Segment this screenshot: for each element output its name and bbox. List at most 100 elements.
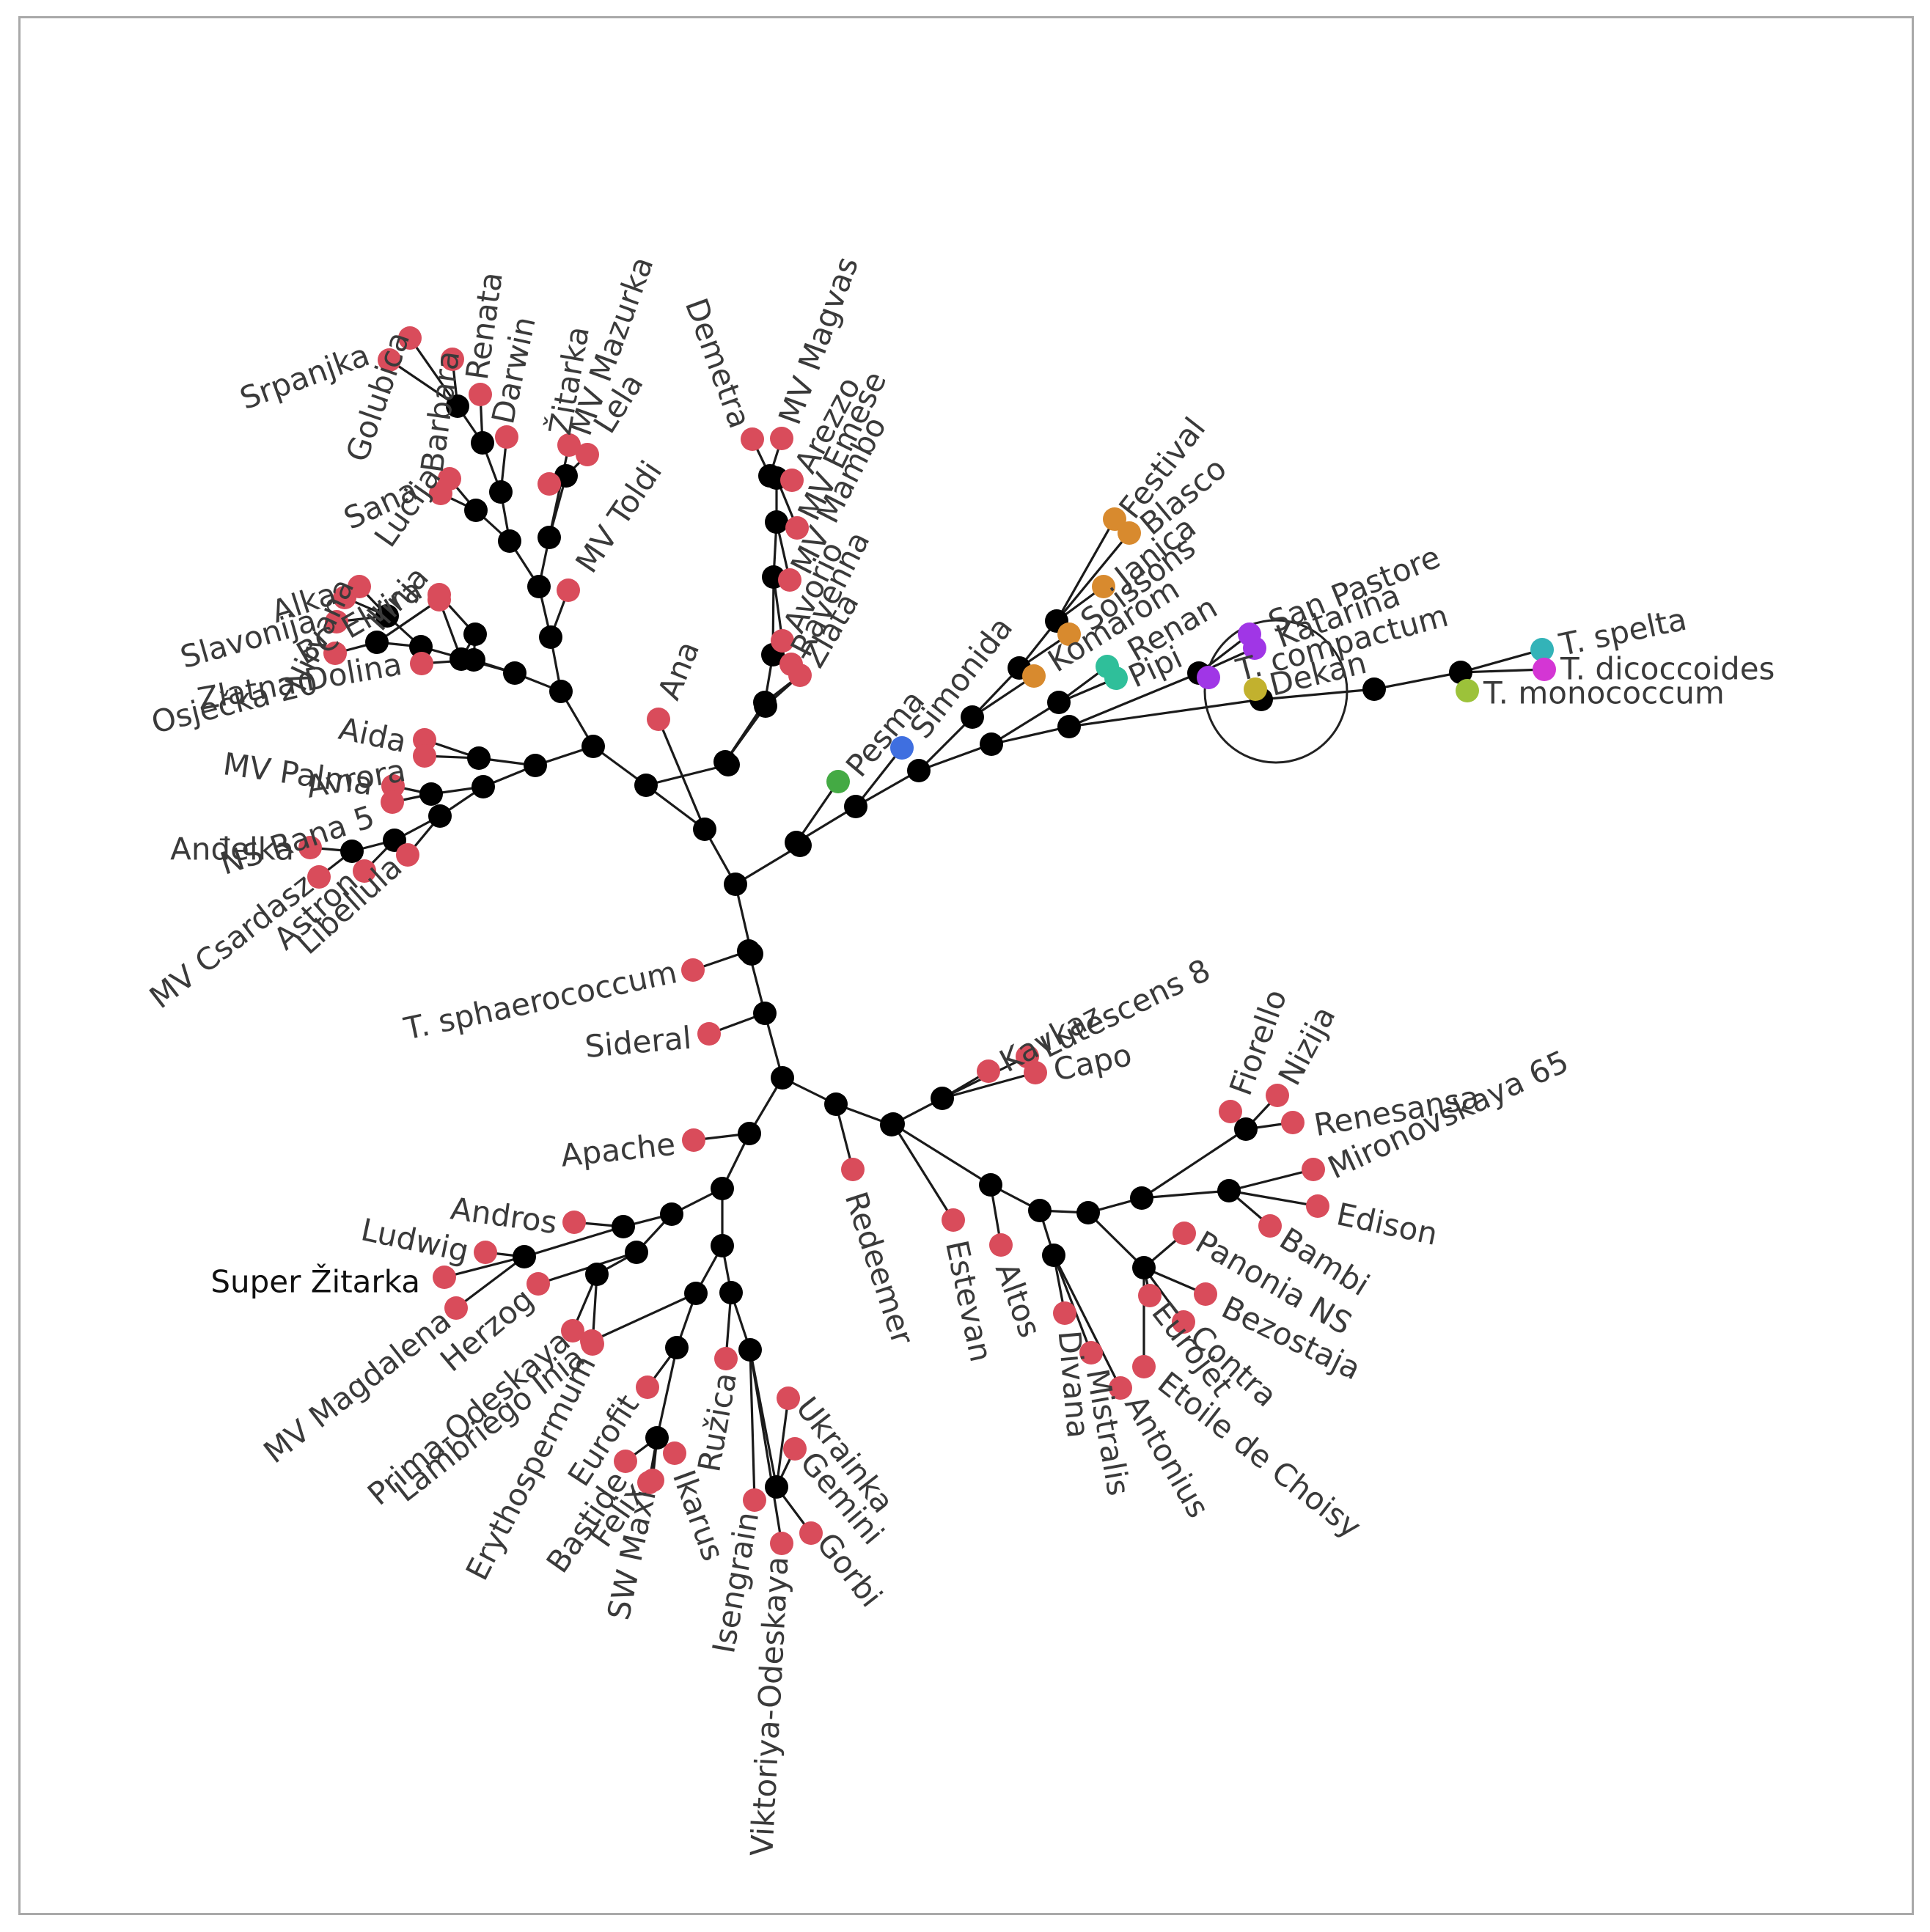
leaf-node-etoile[interactable] [1132, 1355, 1156, 1378]
leaf-node-mistralis[interactable] [1079, 1341, 1103, 1364]
leaf-node-antonius[interactable] [1109, 1376, 1132, 1400]
leaf-node-soissons[interactable] [1057, 622, 1081, 646]
internal-node [463, 622, 487, 646]
leaf-node-renata[interactable] [469, 383, 492, 406]
leaf-node-lela[interactable] [576, 443, 599, 466]
leaf-node-mvtoldi[interactable] [557, 579, 580, 602]
leaf-node-pesma[interactable] [826, 770, 850, 793]
leaf-node-tmonococcum[interactable] [1456, 679, 1479, 702]
leaf-node-mvmagvas[interactable] [770, 427, 793, 450]
leaf-node-renesansa[interactable] [1281, 1111, 1305, 1134]
internal-node [464, 499, 488, 522]
leaf-node-slavonija[interactable] [325, 610, 348, 633]
leaf-node-golubica[interactable] [398, 326, 422, 350]
leaf-node-capo[interactable] [1024, 1061, 1047, 1084]
tree-edge [657, 719, 706, 830]
leaf-node-nsrana[interactable] [381, 790, 404, 814]
leaf-node-andelka[interactable] [298, 836, 322, 859]
leaf-node-ludwig[interactable] [474, 1241, 497, 1264]
tree-edge [1261, 688, 1375, 701]
leaf-node-festival[interactable] [1103, 507, 1126, 531]
leaf-node-ana[interactable] [647, 708, 670, 731]
leaf-node-mvmambo[interactable] [778, 568, 801, 592]
leaf-node-alka[interactable] [333, 586, 356, 609]
leaf-node-osjecka[interactable] [323, 642, 347, 665]
leaf-node-ukrainka[interactable] [777, 1386, 800, 1410]
leaf-node-mvcsardasz[interactable] [307, 865, 331, 889]
leaf-node-kavkaz[interactable] [977, 1059, 1000, 1083]
leaf-node-astron[interactable] [353, 859, 376, 883]
leaf-node-ruzica[interactable] [714, 1347, 738, 1370]
internal-node [409, 635, 433, 658]
tree-nodes [298, 326, 1556, 1555]
leaf-node-avrora[interactable] [413, 744, 436, 768]
leaf-node-altos[interactable] [989, 1233, 1013, 1257]
internal-node [1130, 1186, 1153, 1210]
leaf-node-srpanjka[interactable] [378, 348, 401, 372]
leaf-node-avorio[interactable] [771, 629, 794, 653]
tree-edge [855, 769, 920, 808]
leaf-node-tdicoccoides[interactable] [1533, 658, 1556, 681]
leaf-node-arezzo[interactable] [780, 469, 804, 492]
leaf-node-demetra[interactable] [741, 427, 764, 451]
leaf-node-zitarka[interactable] [557, 433, 581, 457]
leaf-node-nizija[interactable] [1266, 1084, 1289, 1107]
leaf-node-bambi[interactable] [1258, 1214, 1282, 1238]
leaf-node-darwin[interactable] [495, 425, 518, 449]
internal-node [489, 480, 513, 504]
leaf-node-mvmagdalena[interactable] [444, 1296, 468, 1320]
leaf-node-bezostaja[interactable] [1194, 1282, 1217, 1306]
leaf-node-fiorello[interactable] [1219, 1100, 1242, 1123]
leaf-node-tsphaero[interactable] [681, 958, 705, 982]
leaf-node-viktoriya[interactable] [770, 1532, 793, 1555]
leaf-node-panonians[interactable] [1173, 1222, 1196, 1245]
leaf-node-simonida[interactable] [890, 736, 914, 760]
leaf-node-mironovskaya[interactable] [1302, 1158, 1325, 1181]
leaf-node-estevan[interactable] [942, 1208, 965, 1232]
leaf-node-zlatna[interactable] [410, 652, 433, 675]
leaf-node-edison[interactable] [1306, 1194, 1329, 1218]
leaf-node-eurojet[interactable] [1138, 1284, 1162, 1307]
tree-edge [524, 1225, 624, 1258]
internal-node [737, 939, 760, 963]
leaf-node-gemini[interactable] [783, 1437, 807, 1461]
leaf-node-divana[interactable] [1053, 1301, 1076, 1325]
leaf-node-ikarus[interactable] [663, 1441, 686, 1465]
leaf-node-pipi[interactable] [1104, 666, 1128, 690]
leaf-node-barbara[interactable] [441, 348, 464, 371]
leaf-node-aida[interactable] [413, 728, 436, 752]
leaf-node-isengrain[interactable] [743, 1488, 766, 1512]
leaf-node-sana[interactable] [429, 482, 452, 505]
leaf-node-superzitarka[interactable] [433, 1266, 456, 1289]
leaf-node-komarom[interactable] [1022, 664, 1046, 688]
leaf-node-janica[interactable] [1092, 575, 1115, 598]
internal-node [711, 1234, 734, 1257]
leaf-node-mvmazurka[interactable] [537, 472, 561, 496]
leaf-node-swmaxi[interactable] [637, 1471, 661, 1494]
leaf-node-apache[interactable] [682, 1128, 705, 1152]
leaf-node-primaodeskaya[interactable] [561, 1319, 584, 1343]
internal-node [365, 631, 389, 654]
leaf-node-tcompactum[interactable] [1197, 666, 1220, 689]
leaf-node-zlata[interactable] [788, 664, 812, 687]
leaf-node-tspelta[interactable] [1530, 638, 1554, 661]
leaf-node-libellula[interactable] [396, 843, 419, 867]
leaf-node-bastide[interactable] [614, 1450, 637, 1473]
leaf-node-blasco[interactable] [1118, 521, 1141, 545]
leaf-node-ilinja[interactable] [428, 583, 451, 606]
leaf-node-gorbi[interactable] [799, 1521, 823, 1545]
leaf-node-mvemese[interactable] [785, 516, 809, 540]
leaf-node-herzog[interactable] [526, 1272, 550, 1296]
leaf-node-andros[interactable] [562, 1211, 586, 1234]
leaf-node-contra[interactable] [1172, 1310, 1195, 1334]
leaf-node-erythospermum[interactable] [580, 1329, 603, 1353]
internal-node [428, 804, 452, 828]
tree-edge [656, 1347, 678, 1439]
leaf-node-sideral[interactable] [697, 1022, 721, 1046]
leaf-node-dekan[interactable] [1244, 677, 1267, 701]
leaf-node-katarina[interactable] [1243, 636, 1266, 660]
leaf-node-eurofit[interactable] [636, 1375, 659, 1399]
leaf-node-redeemer[interactable] [841, 1158, 865, 1181]
internal-node [753, 1002, 777, 1025]
